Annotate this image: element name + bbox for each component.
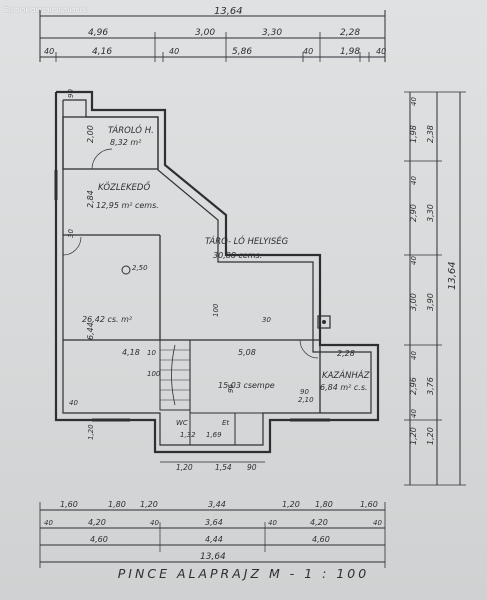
floor-drain-icon <box>121 265 131 275</box>
bottom-r3-1: 4,60 <box>90 535 108 544</box>
right-inner-4: 2,90 <box>409 204 418 222</box>
inner-dim-7: 30 <box>262 316 271 324</box>
bottom-r2-4: 3,64 <box>205 518 223 527</box>
drawing-title: PINCE ALAPRAJZ M - 1 : 100 <box>117 566 370 581</box>
right-inner-6: 3,00 <box>409 293 418 311</box>
inner-dim-10: 2,10 <box>298 396 314 404</box>
inner-dim-5: 10 <box>147 349 156 357</box>
right-outer-2: 3,30 <box>426 204 435 222</box>
right-outer-5: 1,20 <box>426 427 435 445</box>
right-outer-3: 3,90 <box>426 293 435 311</box>
room-name-boiler: KAZÁNHÁZ <box>322 369 370 381</box>
inner-dim-11: 90 <box>300 388 309 396</box>
room-labels: TÁROLÓ H. 8,32 m² KÖZLEKEDŐ 12,95 m² cem… <box>82 124 370 439</box>
top-sub-3: 40 <box>169 47 179 56</box>
room-name-wc: WC <box>176 419 188 427</box>
bottom-r1-4: 3,44 <box>208 500 226 509</box>
inner-dimensions: 2,50 5,08 2,28 4,18 10 100 30 100 96 2,1… <box>67 89 355 407</box>
top-sub-6: 1,98 <box>340 47 360 57</box>
inner-dim-8: 100 <box>212 303 220 317</box>
bottom-r2-6: 4,20 <box>310 518 328 527</box>
right-inner-2: 1,98 <box>409 125 418 143</box>
room-area-tiled: 15,03 csempe <box>218 381 275 390</box>
bottom-r1-6: 1,80 <box>315 500 333 509</box>
inner-dim-9: 96 <box>227 384 235 393</box>
stair-dimensions: 1,20 1,54 90 <box>160 461 265 472</box>
building-outline <box>54 90 380 454</box>
bottom-r2-7: 40 <box>373 519 382 527</box>
top-dim-1: 4,96 <box>88 28 108 38</box>
bottom-r1-1: 1,60 <box>60 500 78 509</box>
bottom-r3-3: 4,60 <box>312 535 330 544</box>
inner-dim-14: 30 <box>67 229 75 238</box>
right-inner-7: 40 <box>410 351 418 360</box>
room-area-storage-h: 8,32 m² <box>110 138 142 147</box>
bottom-total-dim: 13,64 <box>200 552 226 562</box>
right-inner-5: 40 <box>410 256 418 265</box>
room-area-wc: 1,32 <box>180 431 196 439</box>
left-dim-2: 2,84 <box>86 190 95 208</box>
room-area-left-hall: 26,42 cs. m² <box>82 315 133 324</box>
watermark: ÉjoblakidigitalisigaIlanok <box>4 5 88 14</box>
room-name-storage-room: TÁRO- LÓ HELYISÉG <box>205 235 289 247</box>
room-area-et: 1,69 <box>206 431 222 439</box>
bottom-r2-5: 40 <box>268 519 277 527</box>
inner-dim-4: 4,18 <box>122 348 140 357</box>
room-name-et: Et <box>222 419 229 427</box>
top-sub-2: 4,16 <box>92 47 112 57</box>
right-inner-9: 40 <box>410 409 418 418</box>
room-area-boiler: 6,84 m² c.s. <box>320 383 368 392</box>
right-total-dim: 13,64 <box>447 261 458 290</box>
stair-dim-2: 1,54 <box>215 463 232 472</box>
chimney-symbol <box>317 315 331 329</box>
right-inner-3: 40 <box>410 176 418 185</box>
top-sub-5: 40 <box>303 47 313 56</box>
inner-dim-3: 2,28 <box>337 349 355 358</box>
inner-dim-1: 2,50 <box>132 264 148 272</box>
room-area-storage-room: 30,88 cems. <box>213 251 262 260</box>
inner-dim-12: 90 <box>67 89 75 98</box>
stair-dim-1: 1,20 <box>176 463 193 472</box>
right-dimensions: 13,64 2,38 3,30 3,90 3,76 1,20 40 1,98 4… <box>404 91 466 486</box>
inner-dim-13: 40 <box>69 399 78 407</box>
inner-dim-2: 5,08 <box>238 348 256 357</box>
top-dim-3: 3,30 <box>262 28 282 38</box>
room-name-corridor: KÖZLEKEDŐ <box>98 182 150 193</box>
bottom-dimensions: 1,60 1,80 1,20 3,44 1,20 1,80 1,60 40 4,… <box>39 500 386 568</box>
bottom-r1-7: 1,60 <box>360 500 378 509</box>
top-dim-2: 3,00 <box>195 28 215 38</box>
right-outer-4: 3,76 <box>426 377 435 395</box>
left-dimensions: 2,00 2,84 6,44 1,20 <box>86 125 95 440</box>
right-inner-10: 1,20 <box>409 427 418 445</box>
right-inner-8: 2,96 <box>409 377 418 395</box>
stair-dim-3: 90 <box>247 463 257 472</box>
bottom-r2-1: 40 <box>44 519 53 527</box>
room-name-storage-h: TÁROLÓ H. <box>108 124 154 136</box>
bottom-r1-3: 1,20 <box>140 500 158 509</box>
bottom-r1-5: 1,20 <box>282 500 300 509</box>
left-dim-1: 2,00 <box>86 125 95 143</box>
right-inner-1: 40 <box>410 97 418 106</box>
top-sub-1: 40 <box>44 47 54 56</box>
bottom-r2-3: 40 <box>150 519 159 527</box>
staircase <box>159 339 191 411</box>
left-dim-4: 1,20 <box>87 424 95 440</box>
top-dimensions: 13,64 4,96 3,00 3,30 2,28 40 4,16 40 5,8… <box>39 6 386 62</box>
bottom-r1-2: 1,80 <box>108 500 126 509</box>
bottom-r2-2: 4,20 <box>88 518 106 527</box>
room-area-corridor: 12,95 m² cems. <box>96 201 159 210</box>
inner-dim-6: 100 <box>147 370 161 378</box>
top-sub-7: 40 <box>376 47 386 56</box>
right-outer-1: 2,38 <box>426 125 435 143</box>
bottom-r3-2: 4,44 <box>205 535 223 544</box>
top-sub-4: 5,86 <box>232 47 252 57</box>
top-total-dim: 13,64 <box>214 6 243 17</box>
top-dim-4: 2,28 <box>340 28 360 38</box>
left-dim-3: 6,44 <box>86 322 95 340</box>
